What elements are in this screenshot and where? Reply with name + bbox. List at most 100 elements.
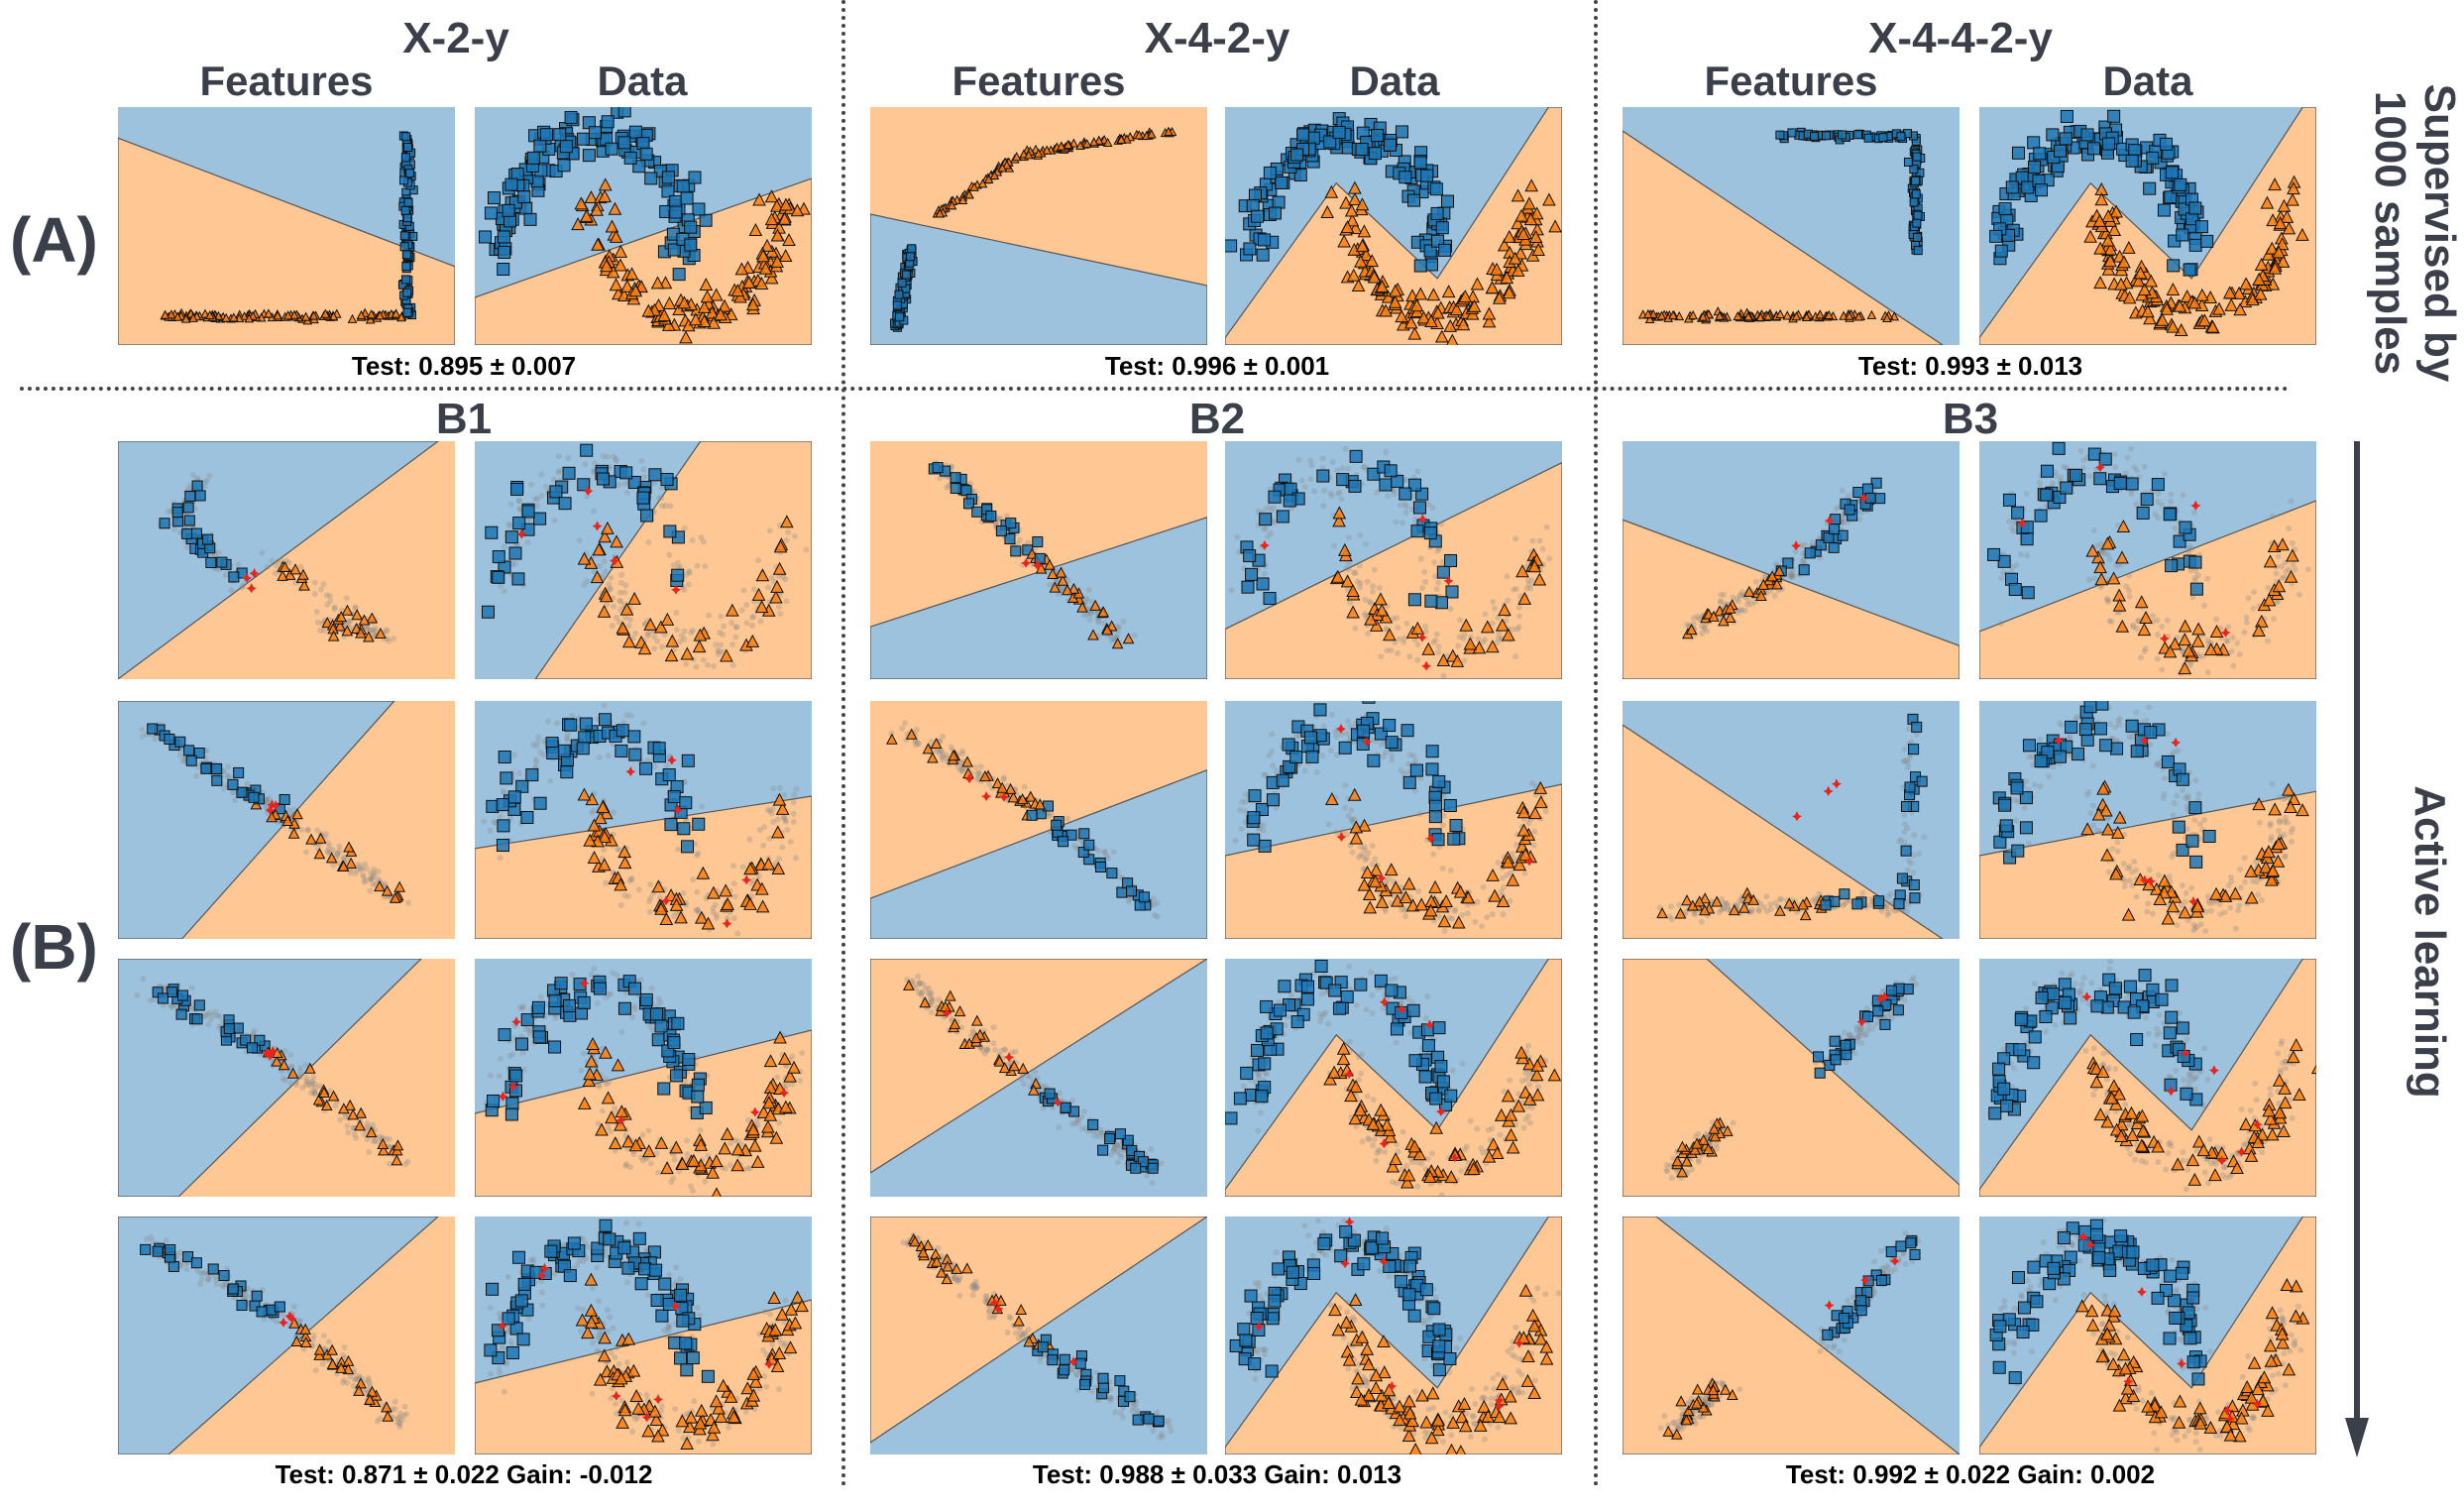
data-scatter-panel	[1225, 701, 1562, 939]
class0-point	[1338, 741, 1352, 755]
data-scatter-panel	[475, 441, 812, 679]
unlabeled-point	[749, 622, 756, 629]
unlabeled-point	[2126, 593, 2133, 600]
unlabeled-point	[695, 1438, 702, 1445]
class1-point	[709, 1394, 724, 1408]
class1-point	[730, 1158, 745, 1172]
class1-point	[1429, 1120, 1443, 1134]
decision-region	[475, 1029, 812, 1197]
unlabeled-point	[638, 457, 645, 464]
unlabeled-point	[2236, 902, 2243, 909]
class1-point	[1362, 1387, 1376, 1401]
unlabeled-point	[608, 1128, 615, 1135]
class0-point	[1419, 1283, 1433, 1297]
class1-point	[756, 249, 770, 263]
class0-point	[2011, 506, 2025, 520]
class0-point	[479, 230, 493, 244]
class0-point	[699, 213, 713, 227]
unlabeled-point	[1242, 798, 1249, 805]
unlabeled-point	[2069, 971, 2075, 978]
unlabeled-point	[1435, 579, 1442, 586]
unlabeled-point	[2281, 818, 2288, 825]
class1-point	[1383, 1129, 1398, 1143]
class1-point	[2091, 807, 2106, 821]
class1-point	[590, 202, 604, 216]
class0-point	[1286, 1265, 1299, 1279]
unlabeled-point	[2184, 803, 2190, 810]
unlabeled-point	[2156, 1029, 2163, 1036]
unlabeled-point	[642, 1246, 649, 1253]
class1-point	[1357, 224, 1372, 238]
unlabeled-point	[2023, 491, 2030, 498]
class1-point	[2232, 286, 2246, 299]
class0-point	[601, 115, 615, 129]
unlabeled-point	[766, 527, 773, 534]
unlabeled-point	[1507, 1077, 1513, 1084]
unlabeled-point	[1518, 1371, 1525, 1378]
unlabeled-point	[1404, 995, 1411, 1002]
class0-point	[650, 1294, 664, 1308]
class0-point	[1376, 1231, 1390, 1245]
class0-point	[548, 1040, 562, 1054]
unlabeled-point	[2126, 877, 2133, 884]
unlabeled-point	[743, 602, 750, 609]
queried-point	[609, 555, 619, 566]
unlabeled-point	[605, 453, 612, 460]
unlabeled-point	[564, 737, 571, 744]
unlabeled-point	[1269, 762, 1276, 769]
class0-point	[2022, 739, 2036, 753]
unlabeled-point	[2200, 602, 2207, 609]
unlabeled-point	[2080, 457, 2087, 464]
class0-point	[1289, 751, 1303, 764]
class1-point	[730, 1142, 745, 1156]
unlabeled-point	[1515, 604, 1522, 611]
class1-point	[1379, 303, 1394, 317]
unlabeled-point	[1319, 455, 1326, 462]
unlabeled-point	[2236, 651, 2243, 658]
unlabeled-point	[783, 598, 790, 605]
class0-point	[667, 1036, 681, 1050]
test-score-b2: Test: 0.988 ± 0.033 Gain: 0.013	[1032, 1459, 1402, 1489]
unlabeled-point	[2185, 545, 2192, 552]
unlabeled-point	[1470, 1413, 1477, 1420]
unlabeled-point	[1321, 487, 1328, 494]
unlabeled-point	[750, 877, 757, 884]
class0-point	[2019, 821, 2033, 835]
unlabeled-point	[653, 1150, 660, 1157]
unlabeled-point	[1440, 672, 1447, 679]
unlabeled-point	[591, 568, 598, 575]
class1-point	[660, 612, 675, 626]
unlabeled-point	[1478, 923, 1485, 930]
unlabeled-point	[682, 1078, 689, 1085]
class0-point	[1333, 1001, 1347, 1015]
unlabeled-point	[2281, 831, 2288, 838]
class0-point	[2059, 132, 2072, 146]
unlabeled-point	[680, 1435, 687, 1442]
unlabeled-point	[2147, 742, 2154, 749]
class0-point	[1258, 233, 1272, 247]
unlabeled-point	[2153, 761, 2160, 768]
unlabeled-point	[2126, 734, 2133, 741]
unlabeled-point	[637, 977, 644, 984]
class0-point	[509, 1069, 523, 1083]
class0-point	[554, 977, 568, 990]
unlabeled-point	[1400, 635, 1407, 641]
class1-point	[1539, 1351, 1554, 1365]
unlabeled-point	[1345, 1365, 1352, 1372]
class0-point	[1445, 585, 1459, 599]
unlabeled-point	[1398, 906, 1404, 913]
class0-point	[564, 111, 578, 125]
unlabeled-point	[2023, 1005, 2030, 1012]
class0-point	[1998, 202, 2012, 216]
class1-point	[1504, 1127, 1518, 1141]
unlabeled-point	[1523, 1104, 1530, 1110]
class1-point	[769, 198, 784, 212]
class1-point	[2166, 319, 2181, 333]
unlabeled-point	[718, 613, 725, 620]
unlabeled-point	[1542, 808, 1549, 815]
unlabeled-point	[635, 1220, 642, 1227]
unlabeled-point	[1378, 653, 1385, 660]
unlabeled-point	[697, 1126, 704, 1133]
unlabeled-point	[1455, 642, 1462, 649]
class1-point	[1502, 286, 1516, 299]
